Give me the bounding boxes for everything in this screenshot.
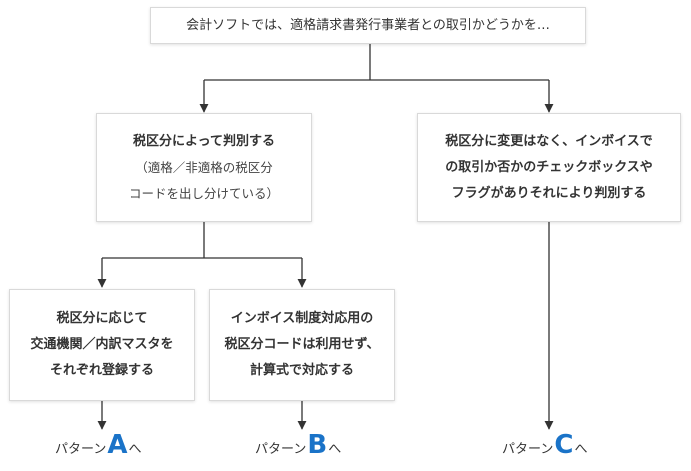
pattern-a-label: パターン A へ (55, 430, 142, 462)
pattern-c-prefix: パターン (502, 442, 554, 457)
top-question-text: 会計ソフトでは、適格請求書発行事業者との取引かどうかを… (186, 17, 550, 33)
right-box-line-1: 税区分に変更はなく、インボイスで (445, 133, 653, 149)
box-a-line-1: 税区分に応じて (56, 311, 148, 326)
pattern-b-suffix: へ (328, 442, 342, 457)
pattern-a-action-box: 税区分に応じて 交通機関／内訳マスタを それぞれ登録する (9, 289, 195, 401)
box-a-line-3: それぞれ登録する (49, 363, 154, 378)
pattern-a-suffix: へ (128, 442, 142, 457)
pattern-c-label: パターン C へ (502, 430, 587, 462)
left-box-line-1: 税区分によって判別する (133, 133, 275, 149)
left-box-line-2: （適格／非適格の税区分 (135, 159, 273, 175)
checkbox-flag-judgement-box: 税区分に変更はなく、インボイスで の取引か否かのチェックボックスや フラグがあり… (417, 113, 681, 222)
pattern-b-label: パターン B へ (255, 430, 341, 462)
pattern-c-letter: C (554, 430, 574, 460)
pattern-c-suffix: へ (574, 442, 588, 457)
box-b-line-3: 計算式で対応する (249, 363, 354, 378)
pattern-a-prefix: パターン (55, 442, 107, 457)
box-b-line-2: 税区分コードは利用せず、 (224, 337, 380, 352)
pattern-b-letter: B (307, 430, 328, 460)
tax-category-judgement-box: 税区分によって判別する （適格／非適格の税区分 コードを出し分けている） (96, 113, 312, 222)
pattern-a-letter: A (107, 430, 128, 460)
pattern-b-prefix: パターン (255, 442, 307, 457)
right-box-line-3: フラグがありそれにより判別する (451, 185, 647, 201)
top-question-box: 会計ソフトでは、適格請求書発行事業者との取引かどうかを… (150, 7, 586, 44)
box-b-line-1: インボイス制度対応用の (230, 311, 374, 326)
box-a-line-2: 交通機関／内訳マスタを (30, 337, 174, 352)
right-box-line-2: の取引か否かのチェックボックスや (445, 159, 653, 175)
pattern-b-action-box: インボイス制度対応用の 税区分コードは利用せず、 計算式で対応する (209, 289, 395, 401)
left-box-line-3: コードを出し分けている） (128, 185, 279, 201)
